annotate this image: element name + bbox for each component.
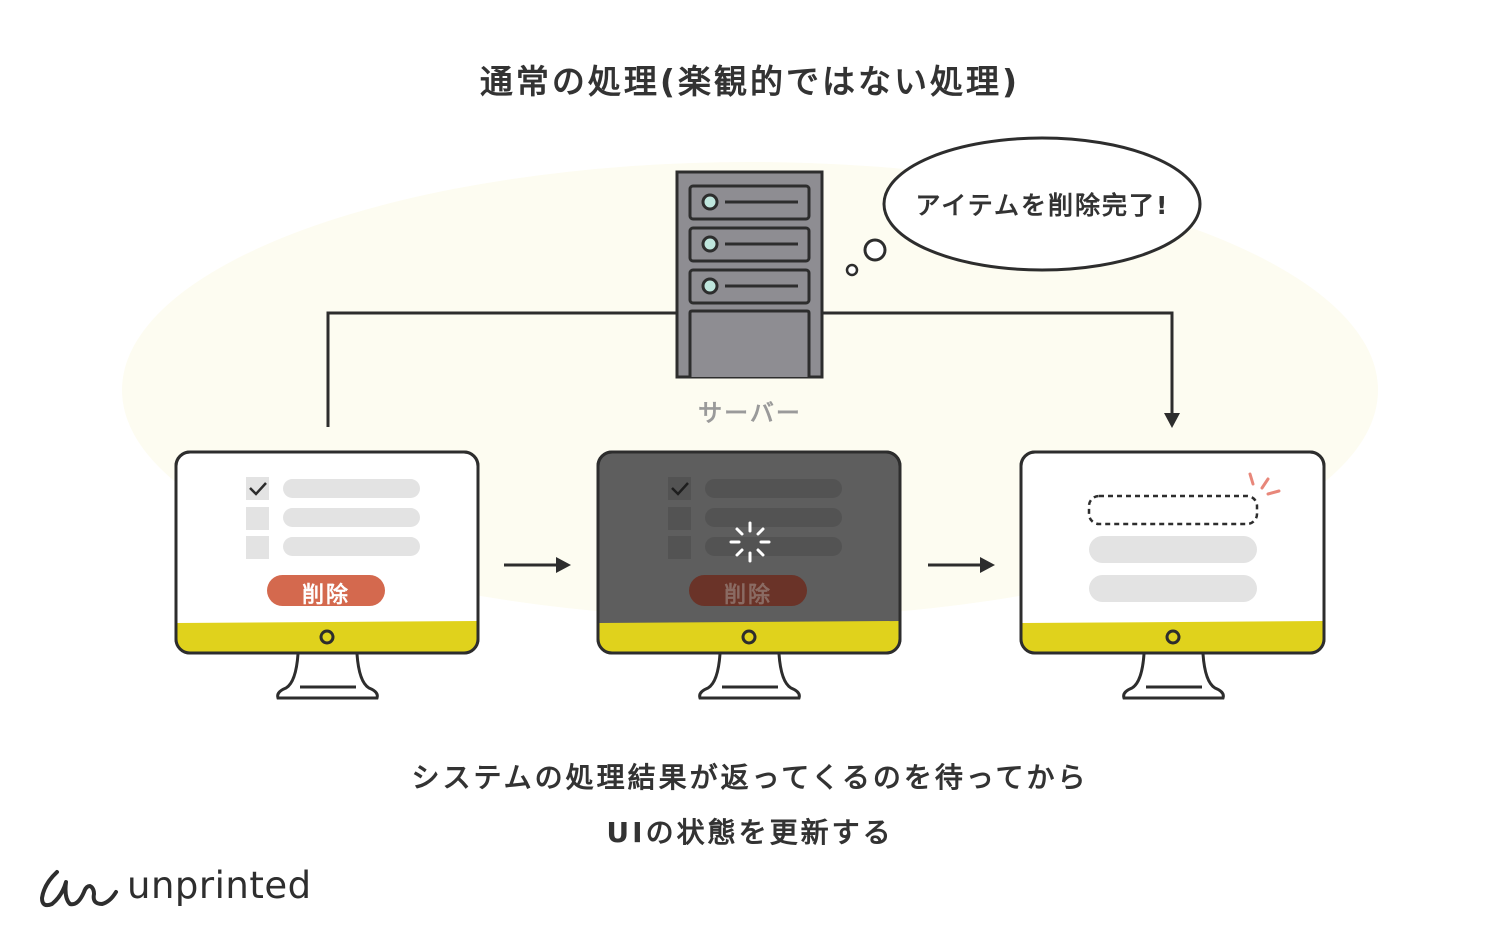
connector-server-to-right: [822, 311, 1174, 415]
list-item-bar: [1089, 536, 1257, 563]
caption-line-1: システムの処理結果が返ってくるのを待ってから: [411, 761, 1089, 794]
delete-button-bg-dimmed: [689, 575, 807, 606]
caption-line-2: UIの状態を更新する: [606, 816, 894, 849]
thought-dot-large: [863, 238, 887, 262]
sparkle-icon: [1248, 472, 1281, 496]
list-item-bar: [705, 508, 842, 527]
list-item-bar: [1089, 575, 1257, 602]
logo-mark-icon: [40, 870, 118, 908]
arrow-right-1: [504, 557, 571, 573]
checkbox[interactable]: [246, 536, 269, 559]
delete-button-label[interactable]: 削除: [301, 583, 350, 608]
server-led-2: [701, 235, 719, 253]
list-item-bar: [705, 537, 842, 556]
monitor-after: [1019, 450, 1326, 700]
loading-spinner-icon: [729, 521, 771, 563]
server-label: サーバー: [698, 399, 802, 427]
monitor-stand: [698, 653, 801, 700]
check-icon: [671, 482, 689, 496]
checkbox: [668, 507, 691, 530]
diagram-title: 通常の処理(楽観的ではない処理): [479, 62, 1021, 101]
list-item-bar: [283, 537, 420, 556]
checkbox-checked[interactable]: [246, 477, 269, 500]
list-item-bar: [705, 479, 842, 498]
server-led-3: [701, 277, 719, 295]
monitor-loading: [596, 450, 902, 700]
logo-wordmark: unprinted: [127, 864, 312, 907]
speech-bubble-text: アイテムを削除完了!: [915, 191, 1170, 220]
server-icon: [675, 170, 824, 379]
delete-button-bg[interactable]: [267, 575, 385, 606]
power-button-icon: [1165, 629, 1181, 645]
thought-dot-small: [845, 263, 859, 277]
arrow-right-2: [928, 557, 995, 573]
check-icon: [249, 482, 267, 496]
list-item-bar: [283, 479, 420, 498]
server-led-1: [701, 193, 719, 211]
server-lower-panel: [688, 309, 811, 377]
delete-button-label-dimmed: 削除: [723, 583, 772, 608]
monitor-stand: [276, 653, 379, 700]
connector-left-to-server: [326, 311, 680, 427]
monitor-before: [174, 450, 480, 700]
power-button-icon: [319, 629, 335, 645]
monitor-stand: [1122, 653, 1225, 700]
power-button-icon: [741, 629, 757, 645]
arrowhead-down: [1164, 413, 1180, 428]
removed-item-placeholder: [1087, 494, 1259, 526]
checkbox: [668, 536, 691, 559]
checkbox[interactable]: [246, 507, 269, 530]
checkbox-checked: [668, 477, 691, 500]
list-item-bar: [283, 508, 420, 527]
thought-bubble: [845, 136, 1202, 277]
